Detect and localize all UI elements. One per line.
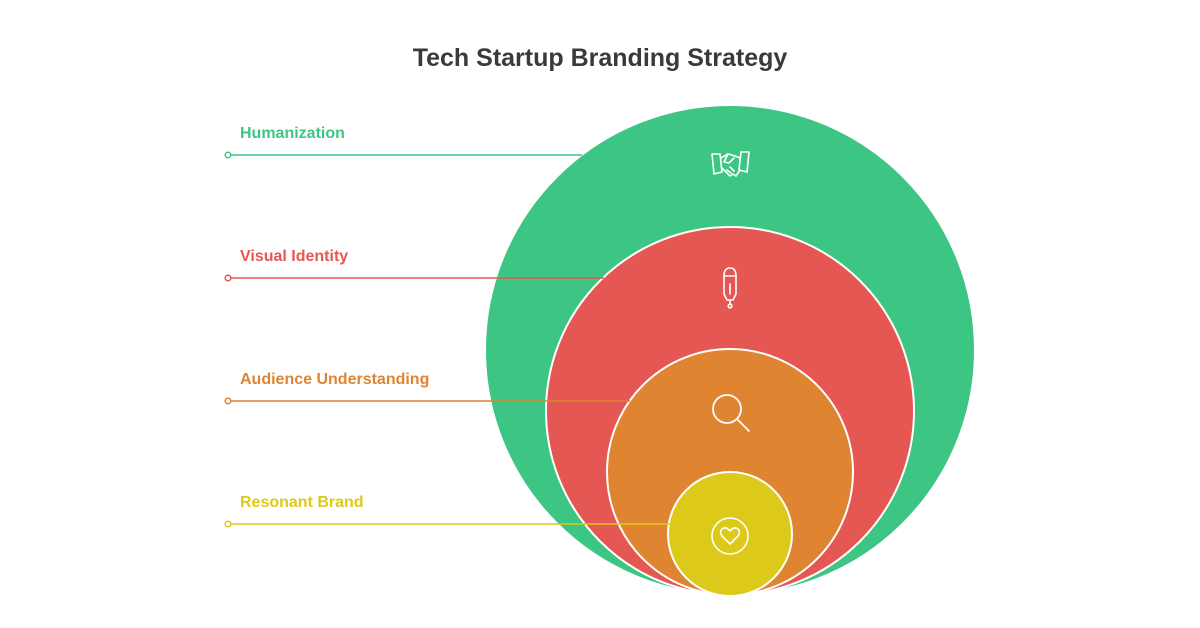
label-resonant-brand: Resonant Brand <box>240 494 364 511</box>
leader-humanization <box>224 151 582 159</box>
leader-visual-identity <box>224 274 604 282</box>
heart-circle-icon <box>711 517 749 555</box>
label-humanization: Humanization <box>240 125 345 142</box>
magnifier-icon <box>712 394 750 432</box>
leader-resonant-brand <box>224 520 670 528</box>
circle-resonant-brand <box>667 471 793 597</box>
diagram-title: Tech Startup Branding Strategy <box>412 44 788 72</box>
label-audience-understanding: Audience Understanding <box>240 371 430 388</box>
handshake-icon <box>711 151 750 177</box>
pen-tool-icon <box>723 267 737 309</box>
leader-audience-understanding <box>224 397 630 405</box>
label-visual-identity: Visual Identity <box>240 248 349 265</box>
